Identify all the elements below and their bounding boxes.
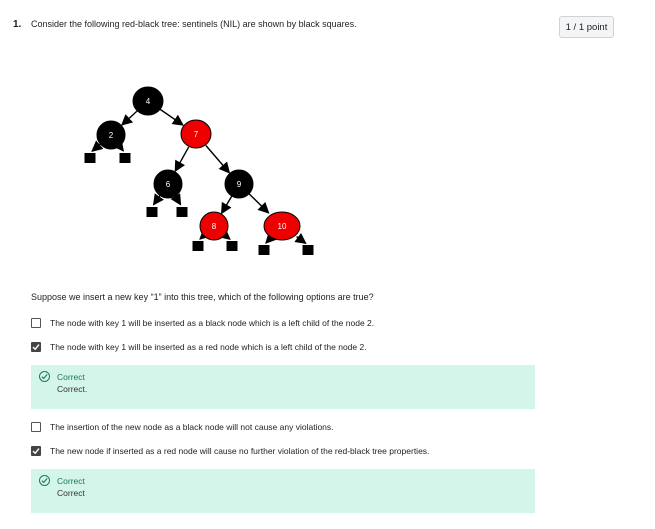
nil-sentinel [258,245,270,255]
tree-edge [121,110,138,126]
tree-node-circle [224,169,254,199]
nil-sentinel [146,207,158,217]
tree-node-circle [199,211,229,241]
option-4-text: The new node if inserted as a red node w… [50,446,430,456]
tree-node-key: 8 [212,222,217,231]
question-text: Consider the following red-black tree: s… [31,19,357,29]
nil-sentinel [192,241,204,251]
feedback-panel: Correct Correct. [31,365,535,409]
tree-edge [248,193,270,214]
tree-edge [205,144,231,174]
feedback-title: Correct [57,371,85,382]
nil-edge [294,232,307,245]
checkbox-icon[interactable] [31,422,41,432]
tree-node: 6 [153,169,183,199]
checkmark-icon[interactable] [31,446,41,456]
nil-edge [170,193,182,206]
nil-edge [218,228,231,240]
tree-edge [159,108,184,126]
nil-sentinel [302,245,314,255]
nil-sentinel [119,153,131,163]
tree-node: 9 [224,169,254,199]
nil-edge [199,228,212,240]
tree-node: 8 [199,211,229,241]
nil-sentinel [84,153,96,163]
tree-node: 4 [132,86,164,116]
tree-node-circle [132,86,164,116]
tree-node: 10 [263,211,301,241]
nil-edge [265,231,277,244]
tree-nodes: 4 2 7 6 9 8 10 [96,86,301,241]
question-number: 1. [13,19,22,30]
tree-edge [220,195,233,215]
tree-node-circle [153,169,183,199]
nil-sentinel [176,207,188,217]
check-circle-icon [39,475,50,486]
nil-sentinel [226,241,238,251]
option-3[interactable]: The insertion of the new node as a black… [31,422,334,432]
feedback-body: Correct [57,488,85,498]
nil-edge [91,140,104,152]
tree-node-key: 2 [109,131,114,140]
tree-node-key: 10 [278,222,287,231]
checkbox-icon[interactable] [31,318,41,328]
option-2-text: The node with key 1 will be inserted as … [50,342,367,352]
option-3-text: The insertion of the new node as a black… [50,422,334,432]
feedback-body: Correct. [57,384,88,394]
tree-edge [174,146,190,173]
red-black-tree-figure: 4 2 7 6 9 8 10 [84,86,314,255]
checkmark-icon[interactable] [31,342,41,352]
tree-node-key: 4 [146,97,151,106]
tree-node: 2 [96,120,126,150]
question-prompt: Suppose we insert a new key “1” into thi… [31,292,374,302]
nil-edge [152,193,164,206]
option-4[interactable]: The new node if inserted as a red node w… [31,446,429,456]
option-2[interactable]: The node with key 1 will be inserted as … [31,342,367,352]
tree-edges [121,108,270,215]
nil-sentinels [84,139,314,255]
nil-edge [112,139,125,152]
tree-node-circle [263,211,301,241]
feedback-panel: Correct Correct [31,469,535,513]
tree-node: 7 [180,119,212,149]
tree-node-key: 6 [166,180,171,189]
tree-node-key: 7 [194,130,199,139]
tree-node-circle [96,120,126,150]
option-1[interactable]: The node with key 1 will be inserted as … [31,318,374,328]
tree-node-circle [180,119,212,149]
points-badge: 1 / 1 point [559,16,614,38]
check-circle-icon [39,371,50,382]
feedback-title: Correct [57,475,85,486]
tree-node-key: 9 [237,180,242,189]
option-1-text: The node with key 1 will be inserted as … [50,318,375,328]
